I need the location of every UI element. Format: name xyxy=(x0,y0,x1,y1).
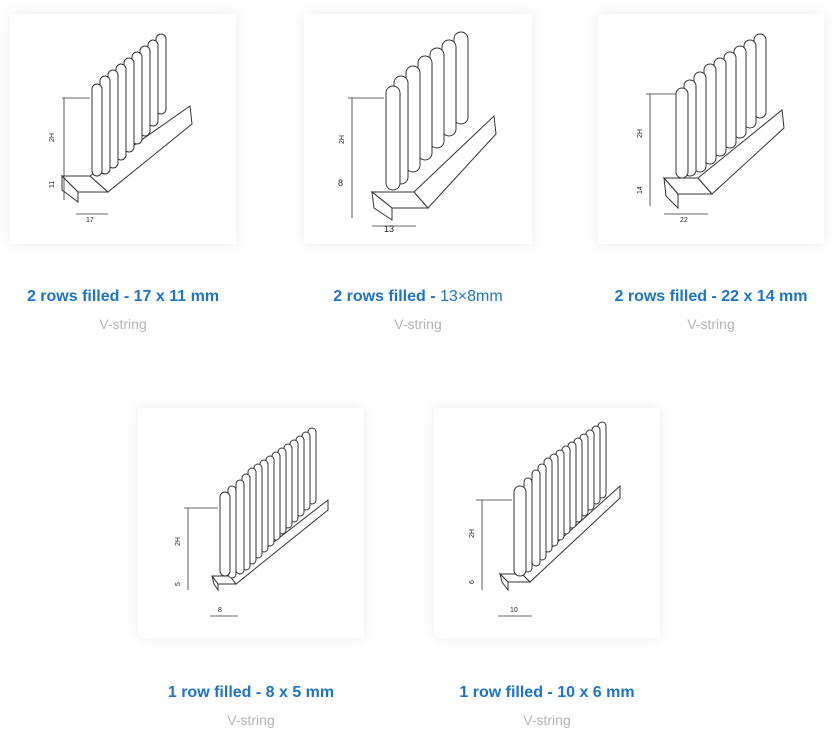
product-image[interactable]: 2H 6 10 xyxy=(434,408,660,638)
product-subtitle: V-string xyxy=(394,316,442,332)
width-label: 17 xyxy=(86,217,94,224)
product-subtitle: V-string xyxy=(523,712,571,728)
product-title[interactable]: 2 rows filled - 17 x 11 mm xyxy=(26,288,220,305)
width-label: 10 xyxy=(510,607,518,614)
brush-strip-drawing-icon: 2H 6 10 xyxy=(469,421,621,617)
product-image[interactable]: 2H 11 17 xyxy=(10,14,236,244)
brush-strip-drawing-icon: 2H 8 13 xyxy=(338,31,497,234)
brush-strip-drawing-icon: 2H 14 22 xyxy=(637,33,785,224)
height-label: 2H xyxy=(469,529,476,538)
width-label: 8 xyxy=(218,607,222,614)
base-label: 6 xyxy=(469,580,476,584)
product-subtitle: V-string xyxy=(227,712,275,728)
brush-strip-drawing-icon: 2H 11 17 xyxy=(49,33,193,224)
product-image[interactable]: 2H 8 13 xyxy=(304,14,532,244)
title-prefix: 2 rows filled - xyxy=(333,288,440,305)
product-title[interactable]: 2 rows filled - 22 x 14 mm xyxy=(614,288,808,305)
base-label: 11 xyxy=(49,181,56,188)
width-label: 13 xyxy=(384,224,394,234)
product-title[interactable]: 1 row filled - 10 x 6 mm xyxy=(459,684,635,701)
base-label: 5 xyxy=(175,582,182,586)
title-dims: 13×8mm xyxy=(439,288,503,305)
height-label: 2H xyxy=(339,135,346,144)
brush-strip-drawing-icon: 2H 5 8 xyxy=(175,427,329,617)
product-subtitle: V-string xyxy=(99,316,147,332)
product-image[interactable]: 2H 5 8 xyxy=(138,408,364,638)
width-label: 22 xyxy=(680,217,688,224)
product-title[interactable]: 1 row filled - 8 x 5 mm xyxy=(167,684,335,701)
height-label: 2H xyxy=(637,129,644,138)
product-image[interactable]: 2H 14 22 xyxy=(598,14,824,244)
base-label: 14 xyxy=(637,186,644,194)
product-subtitle: V-string xyxy=(687,316,735,332)
height-label: 2H xyxy=(175,537,182,546)
height-label: 2H xyxy=(49,133,56,142)
product-title[interactable]: 2 rows filled - 13×8mm xyxy=(304,288,532,306)
base-label: 8 xyxy=(338,178,343,188)
